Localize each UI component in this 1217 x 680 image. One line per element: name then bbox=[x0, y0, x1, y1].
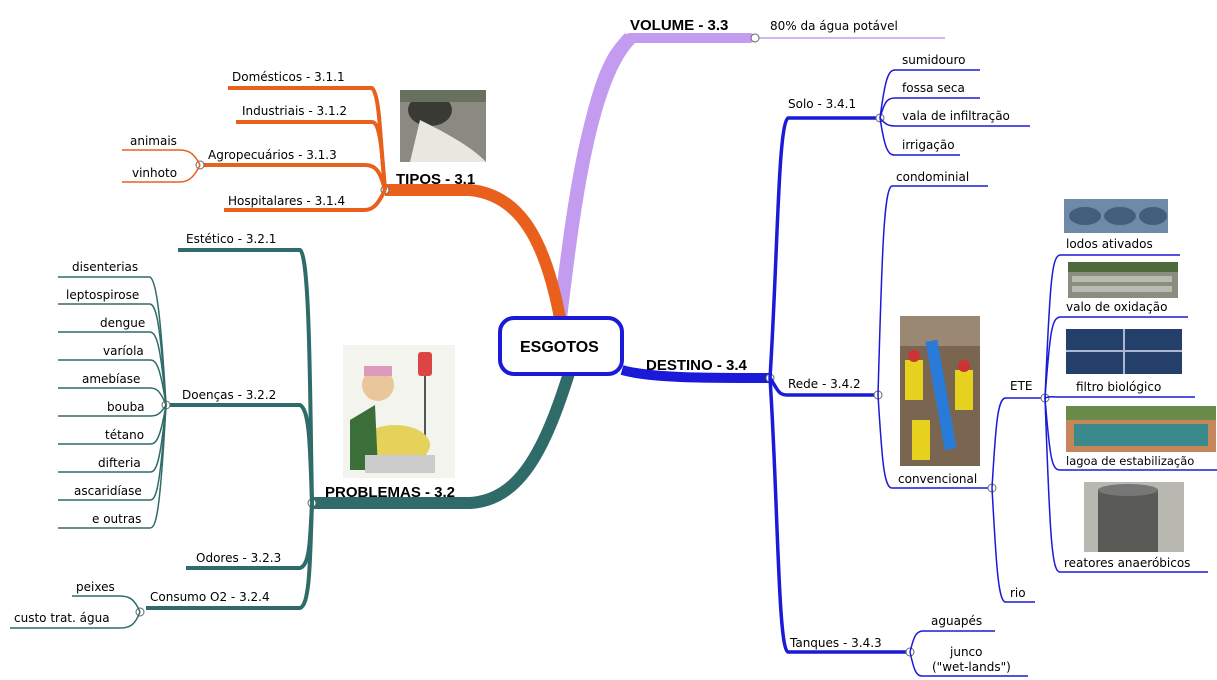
tanques-label: Tanques - 3.4.3 bbox=[789, 636, 882, 650]
rede-convencional: convencional bbox=[898, 472, 977, 486]
tanques-wetlands: ("wet-lands") bbox=[932, 660, 1011, 674]
problemas-branch bbox=[312, 368, 576, 509]
volume-branch bbox=[555, 33, 755, 323]
valo-oxidacao-image bbox=[1068, 262, 1178, 298]
filtro-biologico-image bbox=[1066, 329, 1182, 374]
problemas-doencas: Doenças - 3.2.2 bbox=[182, 388, 276, 402]
problemas-consumo: Consumo O2 - 3.2.4 bbox=[150, 590, 270, 604]
tipos-item-4: Hospitalares - 3.1.4 bbox=[228, 194, 345, 208]
rede-label: Rede - 3.4.2 bbox=[788, 377, 861, 391]
doenca-3: dengue bbox=[100, 316, 145, 330]
agro-animais: animais bbox=[130, 134, 177, 148]
problemas-estetico: Estético - 3.2.1 bbox=[186, 232, 276, 246]
problemas-label: PROBLEMAS - 3.2 bbox=[325, 484, 455, 501]
consumo-custo: custo trat. água bbox=[14, 611, 110, 625]
center-label: ESGOTOS bbox=[520, 339, 599, 356]
lagoa-estabilizacao-image bbox=[1066, 406, 1216, 452]
doenca-1: disenterias bbox=[72, 260, 138, 274]
doenca-9: ascaridíase bbox=[74, 484, 142, 498]
ete-reatores: reatores anaeróbicos bbox=[1064, 556, 1190, 570]
solo-fossa: fossa seca bbox=[902, 81, 965, 95]
destino-label: DESTINO - 3.4 bbox=[646, 357, 748, 374]
solo-label: Solo - 3.4.1 bbox=[788, 97, 856, 111]
ete-filtro: filtro biológico bbox=[1076, 380, 1161, 394]
doenca-6: bouba bbox=[107, 400, 145, 414]
problemas-odores: Odores - 3.2.3 bbox=[196, 551, 281, 565]
rede-condominial: condominial bbox=[896, 170, 969, 184]
doenca-2: leptospirose bbox=[66, 288, 139, 302]
doenca-8: difteria bbox=[98, 456, 141, 470]
sick-person-image bbox=[343, 345, 455, 478]
solo-irrigacao: irrigação bbox=[902, 138, 955, 152]
ete-lagoa: lagoa de estabilização bbox=[1066, 454, 1194, 468]
lodos-ativados-image bbox=[1064, 199, 1168, 233]
doenca-10: e outras bbox=[92, 512, 141, 526]
ete-lodos: lodos ativados bbox=[1066, 237, 1153, 251]
doenca-4: varíola bbox=[103, 344, 144, 358]
tipos-item-3: Agropecuários - 3.1.3 bbox=[208, 148, 337, 162]
center-node bbox=[498, 316, 624, 376]
sewage-pipe-image bbox=[400, 90, 486, 162]
consumo-peixes: peixes bbox=[76, 580, 115, 594]
doenca-5: amebíase bbox=[82, 372, 140, 386]
destino-branch bbox=[620, 365, 771, 383]
volume-item: 80% da água potável bbox=[770, 19, 898, 33]
pipe-workers-image bbox=[900, 316, 980, 466]
solo-vala: vala de infiltração bbox=[902, 109, 1010, 123]
tipos-branch bbox=[385, 184, 566, 320]
rede-rio: rio bbox=[1010, 586, 1026, 600]
tanques-junco: junco bbox=[949, 645, 982, 659]
agro-vinhoto: vinhoto bbox=[132, 166, 177, 180]
tipos-item-1: Domésticos - 3.1.1 bbox=[232, 70, 345, 84]
volume-label: VOLUME - 3.3 bbox=[630, 17, 728, 34]
doenca-7: tétano bbox=[105, 428, 144, 442]
reatores-anaerobicos-image bbox=[1084, 482, 1184, 552]
solo-sumidouro: sumidouro bbox=[902, 53, 965, 67]
rede-ete: ETE bbox=[1010, 379, 1033, 393]
ete-valo: valo de oxidação bbox=[1066, 300, 1167, 314]
tipos-label: TIPOS - 3.1 bbox=[396, 171, 475, 188]
tipos-item-2: Industriais - 3.1.2 bbox=[242, 104, 347, 118]
tanques-aguapes: aguapés bbox=[931, 614, 982, 628]
